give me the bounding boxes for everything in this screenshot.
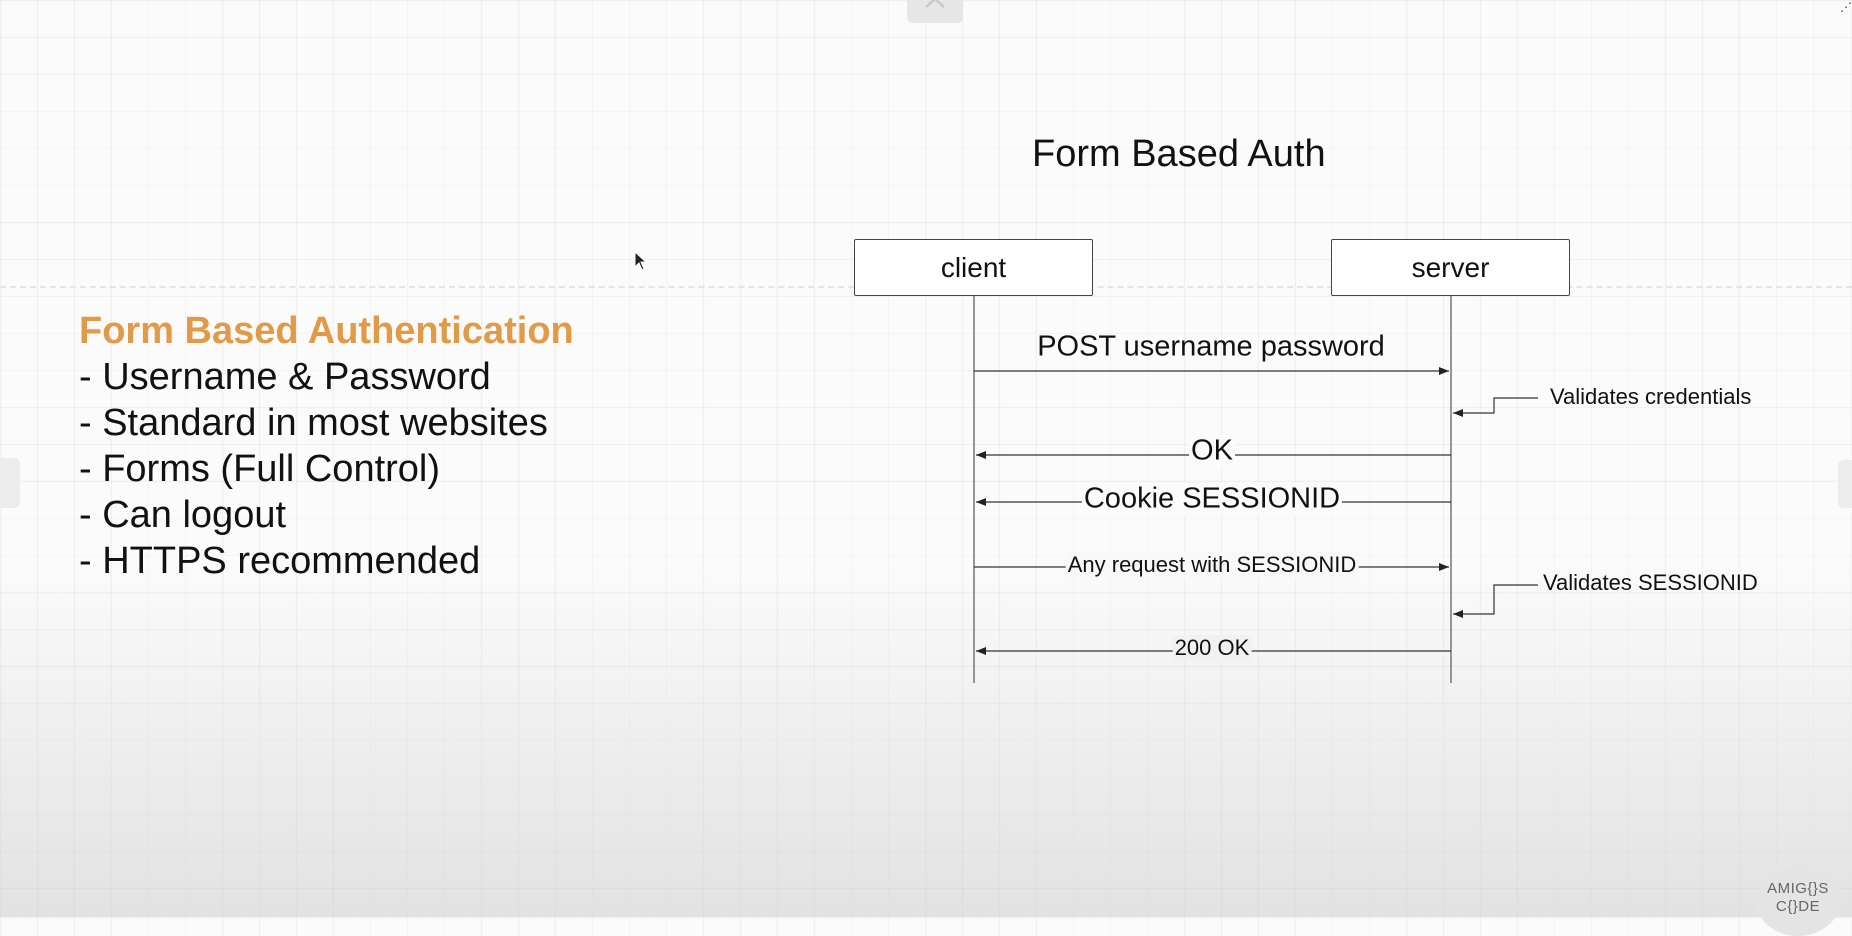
bullet-item: - Forms (Full Control)	[79, 448, 441, 490]
slide-heading: Form Based Authentication	[79, 310, 574, 352]
diagram-title: Form Based Auth	[1032, 133, 1326, 175]
note-label: Validates credentials	[1550, 384, 1752, 409]
bullet-item: - HTTPS recommended	[79, 540, 481, 582]
note-connector	[1453, 584, 1538, 618]
next-slide-tab[interactable]	[1838, 460, 1852, 508]
bullet-item: - Username & Password	[79, 356, 491, 398]
note-connector	[1453, 397, 1538, 417]
collapse-handle[interactable]	[907, 0, 963, 23]
sequence-diagram	[973, 296, 1538, 683]
brand-logo: AMIG{}S C{}DE	[1756, 866, 1840, 936]
logo-line: AMIG{}S	[1767, 880, 1829, 897]
slide-text-block: Form Based Authentication - Username & P…	[79, 308, 574, 584]
message-label: POST username password	[1037, 330, 1385, 363]
bullet-item: - Can logout	[79, 494, 287, 536]
previous-slide-tab[interactable]	[0, 458, 20, 508]
message-label: 200 OK	[1172, 635, 1252, 661]
server-actor-box: server	[1331, 239, 1570, 296]
message-label: Any request with SESSIONID	[1065, 552, 1359, 578]
client-actor-box: client	[854, 239, 1093, 296]
mouse-cursor-icon	[634, 251, 648, 271]
logo-line: C{}DE	[1775, 898, 1821, 915]
bullet-item: - Standard in most websites	[79, 402, 548, 444]
note-label: Validates SESSIONID	[1543, 570, 1758, 595]
server-actor-label: server	[1411, 251, 1490, 283]
client-actor-label: client	[940, 251, 1007, 283]
message-label: OK	[1189, 434, 1235, 468]
resize-icon: ⋰	[1840, 0, 1852, 14]
chevron-up-icon	[925, 0, 945, 8]
message-label: Cookie SESSIONID	[1081, 482, 1343, 516]
